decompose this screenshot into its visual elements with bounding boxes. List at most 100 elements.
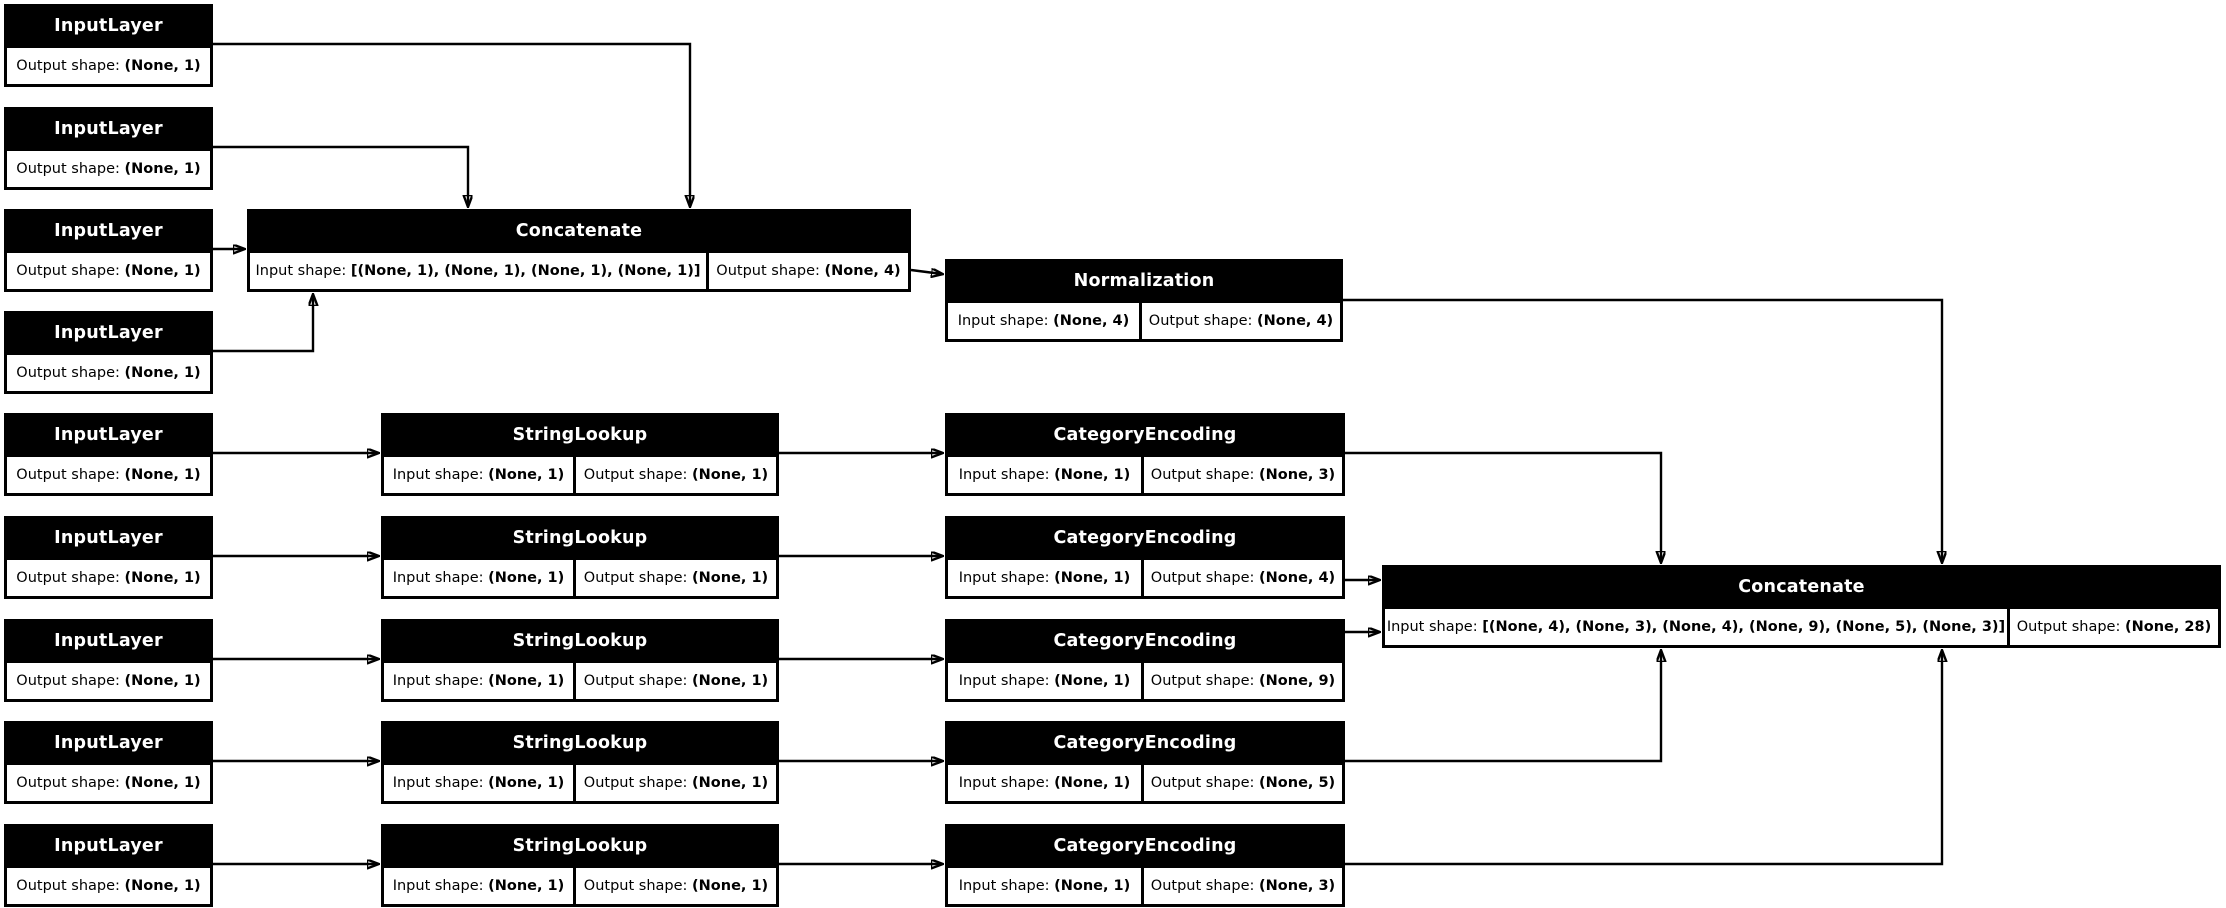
node-body: Input shape: (None, 1) Output shape: (No… xyxy=(948,868,1342,904)
shape-label: Output shape: xyxy=(16,365,125,381)
shape-value: (None, 4) xyxy=(1257,313,1334,329)
input-shape-cell: Input shape: (None, 1) xyxy=(384,765,573,801)
output-shape-cell: Output shape: (None, 4) xyxy=(1144,560,1342,596)
output-shape-cell: Output shape: (None, 1) xyxy=(7,48,210,84)
node-input-layer-7: InputLayer Output shape: (None, 1) xyxy=(4,619,213,702)
shape-value: (None, 1) xyxy=(1054,878,1131,894)
node-input-layer-2: InputLayer Output shape: (None, 1) xyxy=(4,107,213,190)
shape-label: Input shape: xyxy=(958,467,1055,483)
input-shape-cell: Input shape: [(None, 4), (None, 3), (Non… xyxy=(1385,609,2007,645)
shape-label: Input shape: xyxy=(392,673,489,689)
shape-value: (None, 1) xyxy=(692,775,769,791)
shape-label: Input shape: xyxy=(392,878,489,894)
layer-type-title: InputLayer xyxy=(54,631,163,651)
node-body: Output shape: (None, 1) xyxy=(7,253,210,289)
output-shape-cell: Output shape: (None, 1) xyxy=(7,355,210,391)
output-shape-cell: Output shape: (None, 1) xyxy=(7,560,210,596)
node-input-layer-9: InputLayer Output shape: (None, 1) xyxy=(4,824,213,907)
node-input-layer-6: InputLayer Output shape: (None, 1) xyxy=(4,516,213,599)
shape-label: Output shape: xyxy=(583,775,693,791)
shape-value: (None, 28) xyxy=(2124,619,2212,635)
shape-value: (None, 1) xyxy=(124,467,201,483)
output-shape-cell: Output shape: (None, 3) xyxy=(1144,868,1342,904)
node-input-layer-4: InputLayer Output shape: (None, 1) xyxy=(4,311,213,394)
output-shape-cell: Output shape: (None, 5) xyxy=(1144,765,1342,801)
layer-type-title: InputLayer xyxy=(54,836,163,856)
shape-label: Output shape: xyxy=(16,878,125,894)
node-string-lookup-1: StringLookup Input shape: (None, 1) Outp… xyxy=(381,413,779,496)
shape-label: Output shape: xyxy=(1150,570,1260,586)
edge-category-encoding-5-to-concatenate-2 xyxy=(1345,651,1942,866)
edge-category-encoding-1-to-concatenate-2 xyxy=(1345,451,1661,562)
node-category-encoding-2: CategoryEncoding Input shape: (None, 1) … xyxy=(945,516,1345,599)
shape-value: (None, 4) xyxy=(1259,570,1336,586)
output-shape-cell: Output shape: (None, 1) xyxy=(576,663,776,699)
layer-type-title: StringLookup xyxy=(512,836,648,856)
output-shape-cell: Output shape: (None, 1) xyxy=(7,151,210,187)
output-shape-cell: Output shape: (None, 4) xyxy=(709,253,908,289)
shape-label: Output shape: xyxy=(1150,673,1260,689)
output-shape-cell: Output shape: (None, 1) xyxy=(576,457,776,493)
node-body: Input shape: (None, 1) Output shape: (No… xyxy=(948,457,1342,493)
node-body: Input shape: (None, 4) Output shape: (No… xyxy=(948,303,1340,339)
shape-label: Output shape: xyxy=(583,467,693,483)
node-body: Output shape: (None, 1) xyxy=(7,868,210,904)
shape-label: Output shape: xyxy=(2016,619,2125,635)
shape-label: Output shape: xyxy=(16,263,125,279)
layer-type-title: Concatenate xyxy=(515,221,643,241)
shape-value: [(None, 1), (None, 1), (None, 1), (None,… xyxy=(350,263,701,279)
output-shape-cell: Output shape: (None, 4) xyxy=(1142,303,1340,339)
shape-label: Input shape: xyxy=(958,775,1055,791)
input-shape-cell: Input shape: (None, 4) xyxy=(948,303,1139,339)
shape-value: (None, 3) xyxy=(1259,467,1336,483)
shape-value: (None, 1) xyxy=(692,673,769,689)
shape-value: (None, 1) xyxy=(1054,570,1131,586)
node-body: Output shape: (None, 1) xyxy=(7,560,210,596)
shape-value: [(None, 4), (None, 3), (None, 4), (None,… xyxy=(1482,619,2006,635)
layer-type-title: InputLayer xyxy=(54,528,163,548)
shape-label: Input shape: xyxy=(392,775,489,791)
input-shape-cell: Input shape: (None, 1) xyxy=(948,765,1141,801)
input-shape-cell: Input shape: (None, 1) xyxy=(948,663,1141,699)
layer-type-title: Normalization xyxy=(1073,271,1215,291)
node-body: Input shape: (None, 1) Output shape: (No… xyxy=(948,560,1342,596)
node-category-encoding-4: CategoryEncoding Input shape: (None, 1) … xyxy=(945,721,1345,804)
layer-type-title: StringLookup xyxy=(512,631,648,651)
layer-type-title: StringLookup xyxy=(512,425,648,445)
shape-value: (None, 1) xyxy=(488,467,565,483)
node-concatenate-1: Concatenate Input shape: [(None, 1), (No… xyxy=(247,209,911,292)
shape-value: (None, 4) xyxy=(824,263,901,279)
shape-value: (None, 1) xyxy=(124,263,201,279)
shape-label: Input shape: xyxy=(958,878,1055,894)
output-shape-cell: Output shape: (None, 3) xyxy=(1144,457,1342,493)
shape-label: Output shape: xyxy=(16,58,125,74)
shape-value: (None, 1) xyxy=(1054,775,1131,791)
layer-type-title: CategoryEncoding xyxy=(1053,528,1237,548)
output-shape-cell: Output shape: (None, 1) xyxy=(576,560,776,596)
shape-label: Output shape: xyxy=(16,161,125,177)
node-category-encoding-5: CategoryEncoding Input shape: (None, 1) … xyxy=(945,824,1345,907)
shape-value: (None, 1) xyxy=(1054,673,1131,689)
output-shape-cell: Output shape: (None, 1) xyxy=(7,868,210,904)
shape-value: (None, 1) xyxy=(124,878,201,894)
shape-value: (None, 1) xyxy=(1054,467,1131,483)
node-string-lookup-4: StringLookup Input shape: (None, 1) Outp… xyxy=(381,721,779,804)
node-input-layer-3: InputLayer Output shape: (None, 1) xyxy=(4,209,213,292)
shape-label: Output shape: xyxy=(1148,313,1258,329)
shape-value: (None, 1) xyxy=(692,878,769,894)
shape-value: (None, 4) xyxy=(1053,313,1130,329)
layer-type-title: Concatenate xyxy=(1738,577,1865,597)
node-body: Input shape: (None, 1) Output shape: (No… xyxy=(384,765,776,801)
edge-input-4-to-concatenate-1 xyxy=(213,295,313,353)
node-concatenate-2: Concatenate Input shape: [(None, 4), (No… xyxy=(1382,565,2221,648)
layer-type-title: InputLayer xyxy=(54,425,163,445)
node-input-layer-8: InputLayer Output shape: (None, 1) xyxy=(4,721,213,804)
shape-value: (None, 9) xyxy=(1259,673,1336,689)
layer-type-title: InputLayer xyxy=(54,733,163,753)
shape-label: Output shape: xyxy=(16,467,125,483)
node-body: Input shape: (None, 1) Output shape: (No… xyxy=(384,560,776,596)
output-shape-cell: Output shape: (None, 9) xyxy=(1144,663,1342,699)
input-shape-cell: Input shape: (None, 1) xyxy=(384,663,573,699)
edge-input-1-to-concatenate-1 xyxy=(213,42,690,206)
